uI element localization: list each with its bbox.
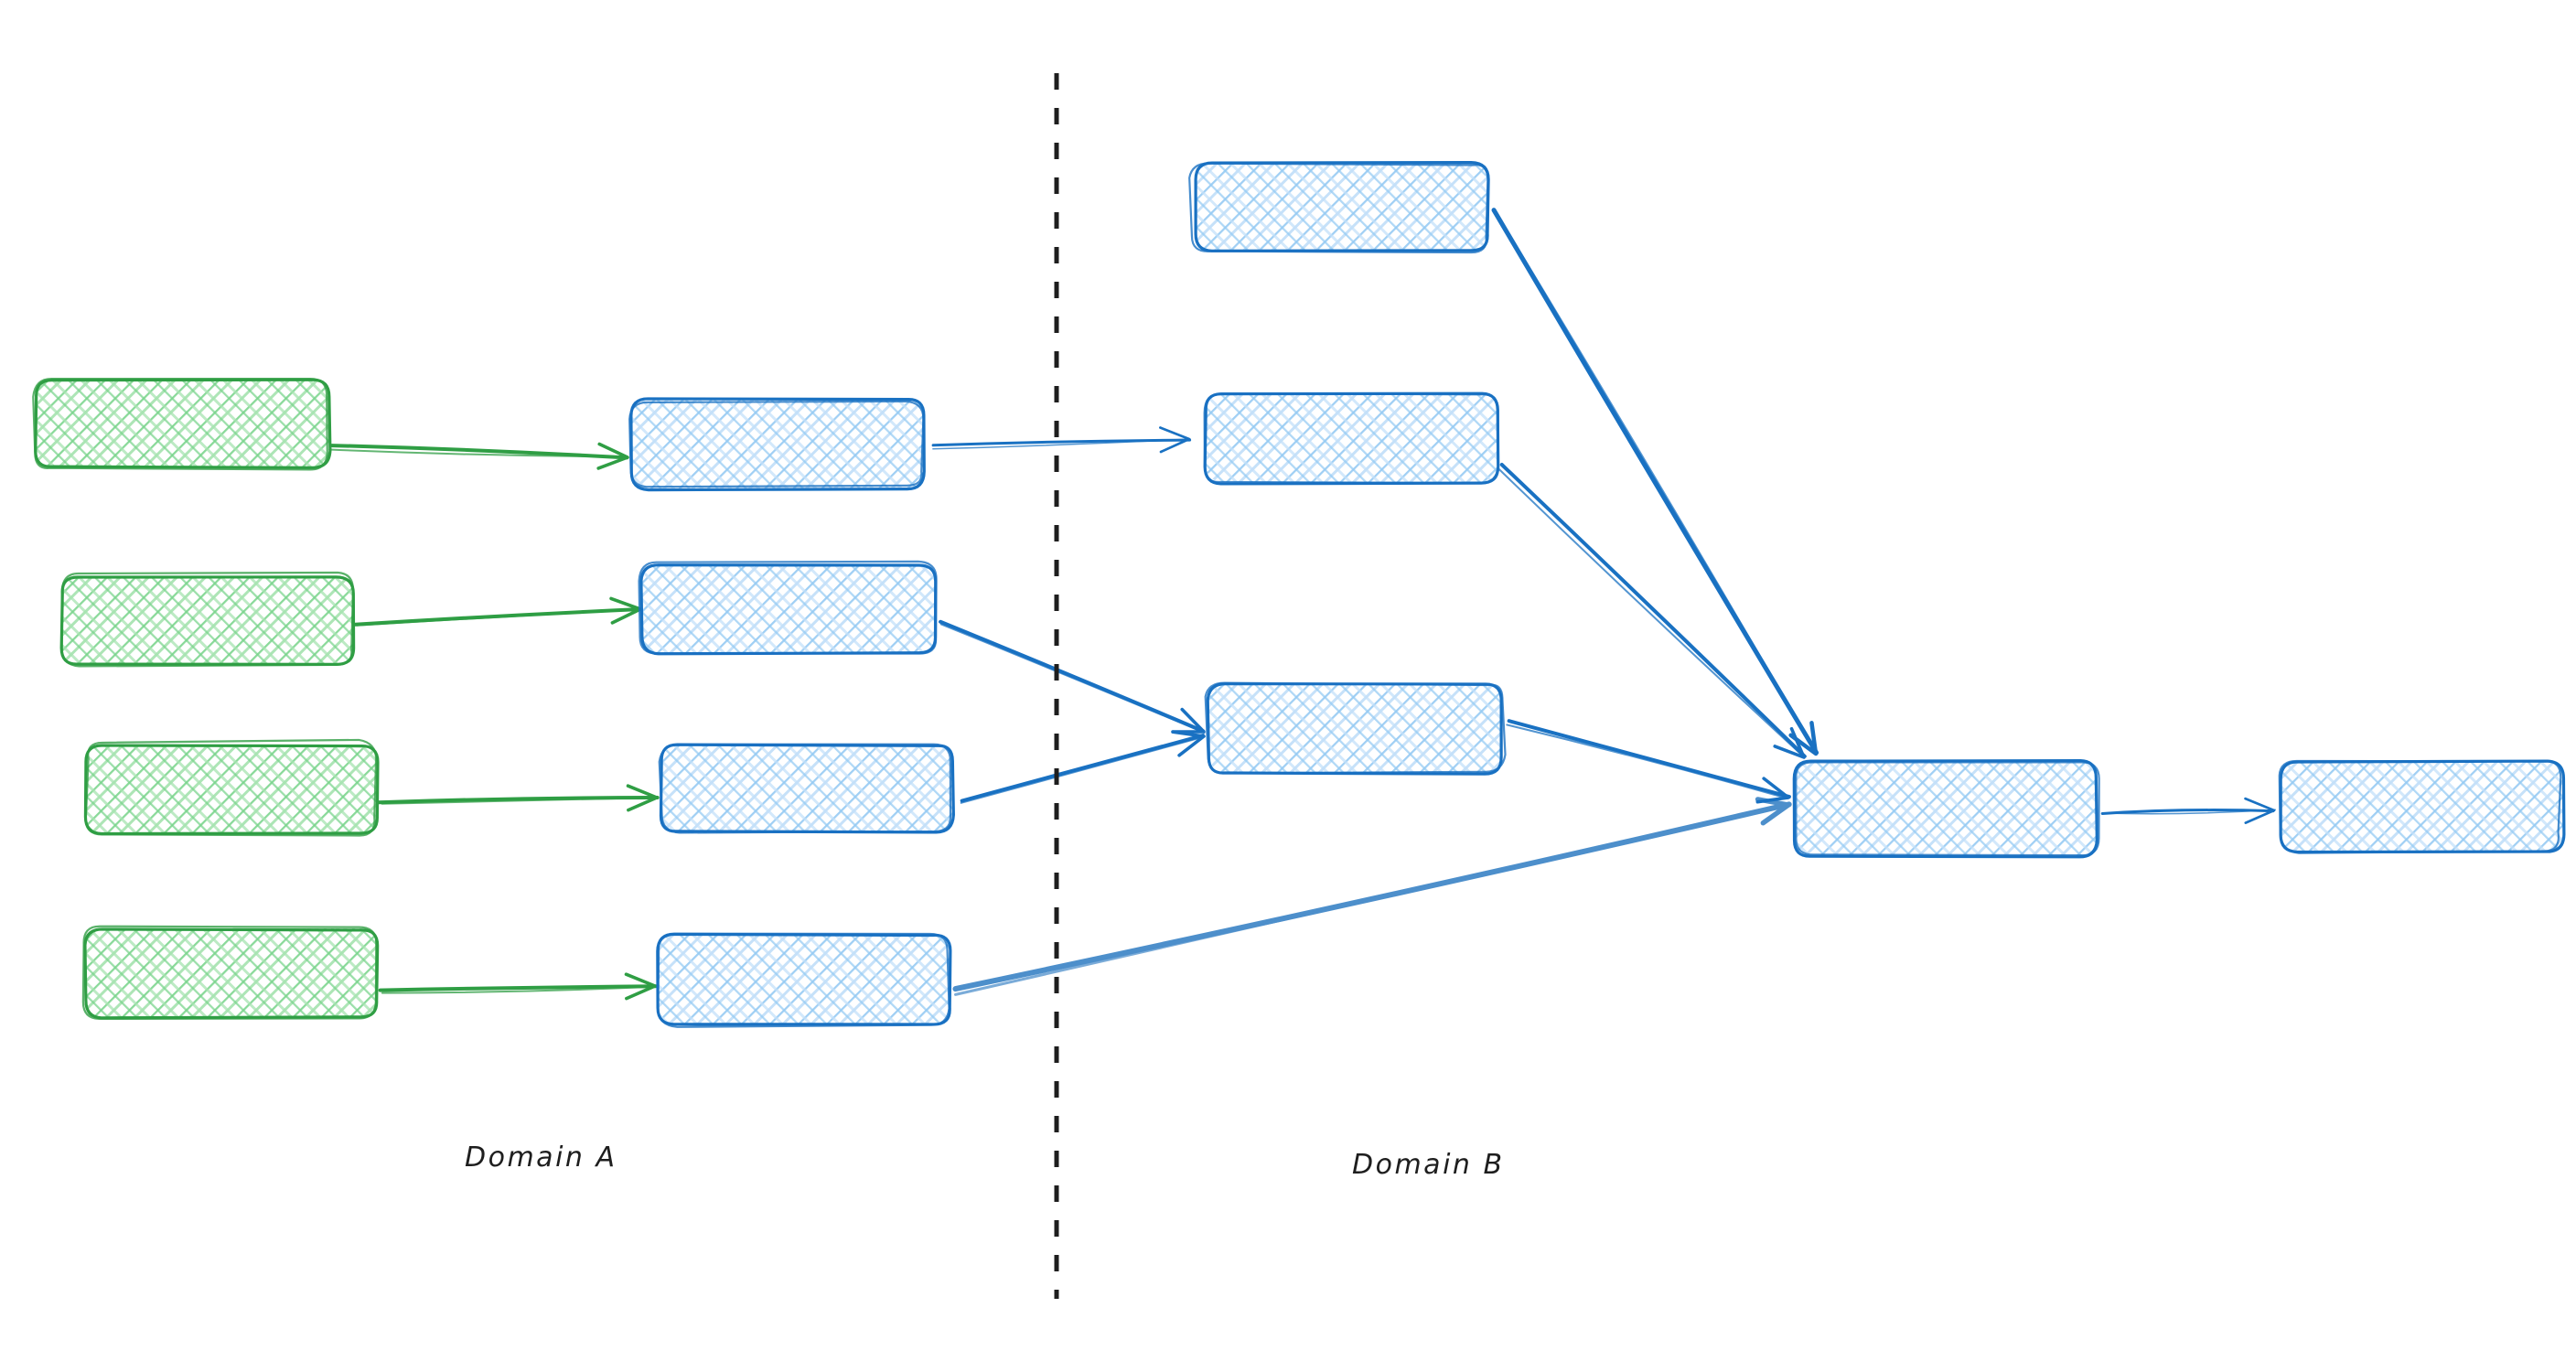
edge-line (2101, 809, 2276, 815)
node-c2[interactable] (1203, 391, 1500, 486)
edge-line (960, 734, 1206, 803)
node-outline-a4 (81, 925, 378, 1021)
edge-arrowhead (1171, 730, 1206, 757)
edge-c2-d1 (1497, 463, 1807, 759)
edge-arrowhead (1773, 726, 1806, 759)
node-fill-a4 (85, 928, 378, 1017)
node-c3[interactable] (1204, 681, 1507, 776)
node-outline-a2 (60, 571, 355, 668)
node-outline-c3 (1206, 682, 1503, 776)
node-c1[interactable] (1188, 161, 1490, 254)
edge-a1-b1 (328, 442, 629, 470)
edge-b4-d1 (952, 797, 1792, 996)
edge-arrowhead (1788, 721, 1819, 756)
edge-arrowhead (626, 784, 659, 812)
node-outline-b3 (658, 743, 952, 834)
node-outline-a3 (84, 738, 378, 837)
node-e1[interactable] (2278, 759, 2566, 854)
node-outline-c3 (1204, 681, 1507, 775)
edge-a2-b2 (353, 596, 643, 627)
domain-a-label: Domain A (465, 1142, 617, 1174)
edge-line (1506, 724, 1788, 799)
edge-c3-d1 (1506, 719, 1791, 804)
node-a3[interactable] (83, 738, 380, 837)
edge-b1-c2 (931, 426, 1192, 454)
node-outline-b4 (657, 932, 950, 1028)
node-fill-a1 (37, 380, 329, 468)
node-b4[interactable] (656, 932, 952, 1028)
edge-line (932, 438, 1191, 450)
edge-c1-d1 (1491, 208, 1819, 756)
edge-line (328, 448, 628, 458)
edge-arrowhead (2244, 797, 2276, 824)
edge-line (381, 796, 657, 805)
edge-line (1507, 719, 1791, 799)
node-b2[interactable] (638, 560, 938, 656)
node-b1[interactable] (628, 397, 926, 492)
node-fill-b4 (657, 935, 950, 1024)
node-outline-d1 (1792, 758, 2098, 859)
node-outline-d1 (1795, 761, 2100, 857)
node-outline-c2 (1203, 392, 1499, 485)
nodes-layer (32, 161, 2566, 1028)
node-outline-e1 (2278, 759, 2562, 854)
node-a2[interactable] (59, 571, 356, 668)
node-fill-e1 (2280, 762, 2563, 852)
edge-arrowhead (624, 972, 657, 1001)
edge-line (954, 802, 1790, 996)
node-fill-c2 (1206, 393, 1498, 482)
edge-line (939, 623, 1206, 734)
node-fill-a2 (61, 576, 354, 665)
node-fill-b2 (642, 564, 935, 653)
edge-line (381, 985, 656, 994)
edge-d1-e1 (2100, 797, 2276, 824)
edge-arrowhead (1159, 426, 1191, 454)
edges-layer (328, 208, 2276, 1001)
edge-a4-b4 (378, 972, 658, 1001)
edge-line (356, 608, 642, 627)
node-fill-c3 (1209, 684, 1502, 773)
domain-b-label: Domain B (1352, 1149, 1505, 1181)
edge-line (378, 984, 658, 992)
node-outline-c1 (1188, 162, 1489, 254)
edge-b3-c3 (960, 730, 1206, 804)
node-a4[interactable] (81, 925, 380, 1021)
node-outline-a1 (32, 377, 328, 471)
node-outline-b1 (628, 400, 925, 488)
edge-line (960, 735, 1206, 804)
edge-a3-b3 (377, 784, 660, 812)
node-outline-a1 (34, 378, 332, 469)
node-b3[interactable] (658, 743, 955, 834)
edge-b2-c3 (939, 619, 1206, 734)
node-fill-b3 (660, 745, 953, 833)
node-outline-b2 (638, 560, 938, 655)
node-fill-d1 (1795, 760, 2097, 856)
edge-line (1497, 467, 1805, 758)
node-a1[interactable] (32, 377, 332, 471)
node-d1[interactable] (1792, 758, 2100, 859)
edge-line (939, 619, 1206, 734)
edge-line (1499, 463, 1807, 758)
edge-line (1493, 208, 1818, 756)
node-fill-a3 (85, 745, 378, 834)
node-fill-b1 (631, 400, 924, 488)
node-fill-c1 (1195, 163, 1487, 252)
edge-arrowhead (1755, 777, 1790, 804)
edge-arrowhead (596, 442, 629, 470)
